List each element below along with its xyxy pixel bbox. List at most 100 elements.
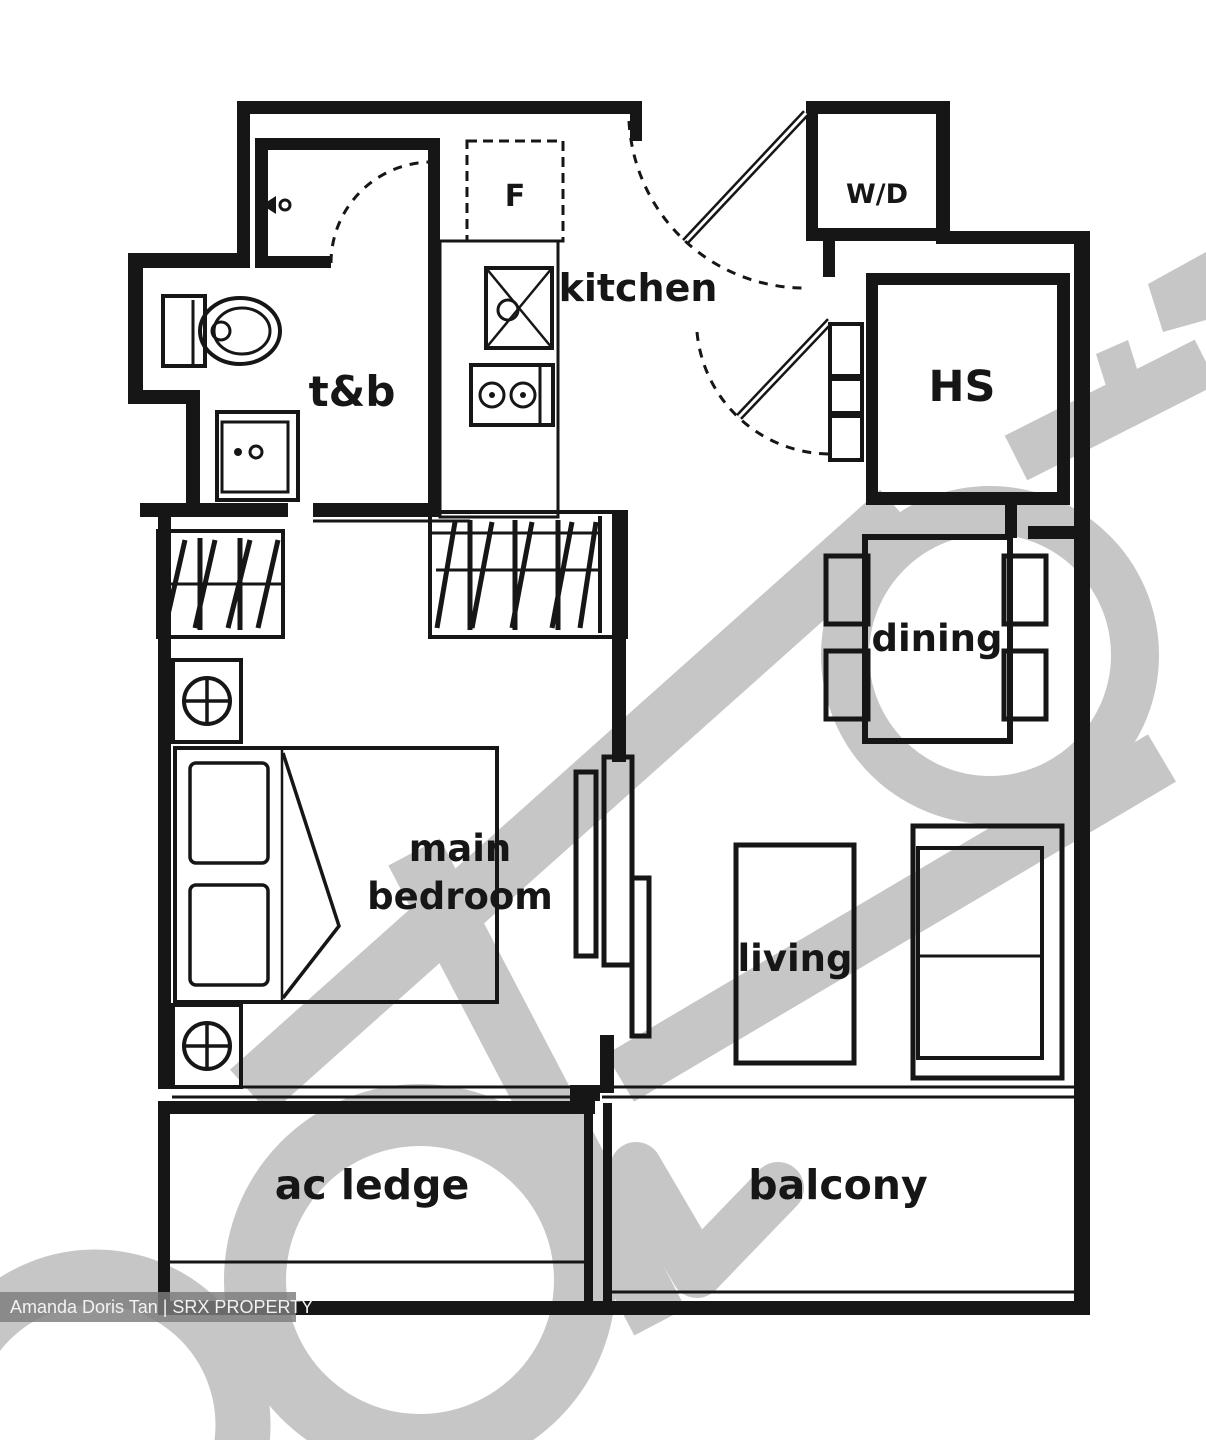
bed-frame bbox=[173, 746, 499, 1004]
watermark-wedge bbox=[1096, 340, 1138, 386]
wall-outer-left-lower bbox=[158, 514, 171, 1089]
burner-dot bbox=[520, 392, 526, 398]
kitchen-sink bbox=[484, 266, 554, 350]
wardrobe-outline bbox=[428, 510, 628, 639]
hs-stub bbox=[1005, 492, 1017, 538]
wardrobe-hatch bbox=[162, 538, 281, 630]
sink-drain bbox=[496, 298, 520, 322]
entry-door-swing-arc bbox=[627, 120, 807, 290]
sofa-outline bbox=[910, 823, 1065, 1081]
dining-table bbox=[862, 534, 1013, 744]
vanity-inner bbox=[220, 420, 290, 494]
toilet-tank bbox=[161, 294, 207, 368]
hs-wall-right bbox=[1057, 273, 1070, 505]
shelf-box bbox=[828, 322, 864, 378]
kitchen-counter bbox=[438, 239, 560, 519]
bathroom-fixtures bbox=[161, 196, 300, 502]
sink-basin bbox=[484, 266, 554, 350]
wall-top-left bbox=[237, 101, 642, 114]
label-ac-ledge: ac ledge bbox=[275, 1161, 470, 1209]
sofa-seat bbox=[916, 846, 1044, 1060]
watermark-stroke bbox=[1004, 339, 1206, 481]
label-living: living bbox=[738, 937, 853, 980]
vanity-knob bbox=[248, 444, 264, 460]
room-labels: t&b kitchen F W/D HS dining main bedroom… bbox=[275, 179, 1003, 1209]
living-furniture bbox=[733, 823, 1065, 1081]
exhaust-fan-icon bbox=[278, 198, 292, 212]
toilet-bowl bbox=[198, 296, 282, 366]
label-dining: dining bbox=[871, 617, 1002, 660]
partition-lower-stub bbox=[600, 1035, 614, 1093]
burner-dot bbox=[489, 392, 495, 398]
shower-room-top bbox=[255, 138, 437, 150]
blanket-fold bbox=[281, 752, 341, 1000]
label-fridge: F bbox=[505, 179, 526, 214]
coffee-table bbox=[733, 842, 857, 1066]
sofa bbox=[910, 823, 1065, 1081]
kitchen-fixtures bbox=[438, 139, 565, 519]
pillow bbox=[188, 761, 270, 865]
exhaust-fan-icon bbox=[262, 196, 276, 214]
hs-wall-top bbox=[866, 273, 1070, 285]
wd-left-wall bbox=[806, 101, 818, 241]
tb-bottom-wall bbox=[313, 503, 440, 517]
label-washer-dryer: W/D bbox=[846, 179, 908, 210]
hs-door-swing-arc bbox=[695, 331, 831, 456]
balcony-divider bbox=[584, 1103, 593, 1315]
wardrobe-hatch bbox=[434, 520, 599, 630]
wall-outer-left bbox=[128, 253, 143, 403]
hs-connector-wall bbox=[823, 241, 835, 277]
toilet bbox=[161, 294, 282, 368]
acledge-left-wall bbox=[158, 1101, 170, 1315]
shelf-box bbox=[828, 377, 864, 415]
label-bedroom-line1: main bbox=[409, 827, 512, 870]
label-household-shelter: HS bbox=[929, 362, 996, 412]
wall-outer-left-upper bbox=[237, 101, 250, 261]
shower-room-left bbox=[255, 138, 268, 265]
shower-door-swing-arc bbox=[329, 160, 433, 264]
wall-step-top-right bbox=[936, 231, 1090, 244]
balcony-divider bbox=[603, 1103, 612, 1315]
wd-bottom-wall bbox=[806, 228, 950, 241]
kitchen-tb-wall bbox=[428, 138, 440, 517]
watermark-check bbox=[610, 1142, 804, 1298]
bottom-wall bbox=[158, 1301, 1090, 1315]
credit-bar: Amanda Doris Tan | SRX PROPERTY bbox=[0, 1292, 313, 1322]
entry-door-leaf-core bbox=[683, 111, 808, 244]
nightstand bbox=[171, 1003, 243, 1089]
toilet-flush bbox=[210, 320, 232, 342]
acledge-top-wall bbox=[158, 1101, 595, 1114]
hs-wall-bottom bbox=[866, 492, 1070, 505]
tb-top-wall bbox=[255, 256, 331, 268]
wall-step bbox=[128, 390, 198, 404]
tb-bottom-wall bbox=[140, 503, 288, 517]
wall-step bbox=[128, 253, 250, 268]
vanity-sink bbox=[215, 410, 300, 502]
burner bbox=[509, 381, 537, 409]
stove-body bbox=[469, 363, 555, 427]
vanity-cabinet bbox=[215, 410, 300, 502]
dining-wall bbox=[1028, 526, 1090, 539]
pillow bbox=[188, 883, 270, 987]
wall-outer-left bbox=[186, 390, 200, 514]
toilet-bowl-inner bbox=[212, 306, 272, 356]
shelf-box bbox=[828, 414, 864, 462]
nightstand bbox=[171, 658, 243, 744]
wd-right-wall bbox=[936, 101, 950, 241]
stove bbox=[469, 363, 555, 427]
bed bbox=[173, 746, 499, 1004]
hs-wall-left bbox=[866, 273, 878, 505]
watermark-wedge bbox=[1148, 252, 1206, 332]
hs-door-leaf-core bbox=[737, 319, 832, 419]
sliding-panel bbox=[601, 754, 635, 968]
watermark-ring bbox=[821, 486, 1159, 824]
watermark-ring bbox=[0, 1249, 271, 1440]
bedroom-furniture bbox=[171, 658, 499, 1089]
sliding-door-partition bbox=[573, 754, 652, 1039]
dining-chair bbox=[1001, 553, 1049, 627]
label-balcony: balcony bbox=[748, 1161, 927, 1209]
wall-top-right bbox=[806, 101, 950, 114]
walls bbox=[128, 101, 1090, 1315]
